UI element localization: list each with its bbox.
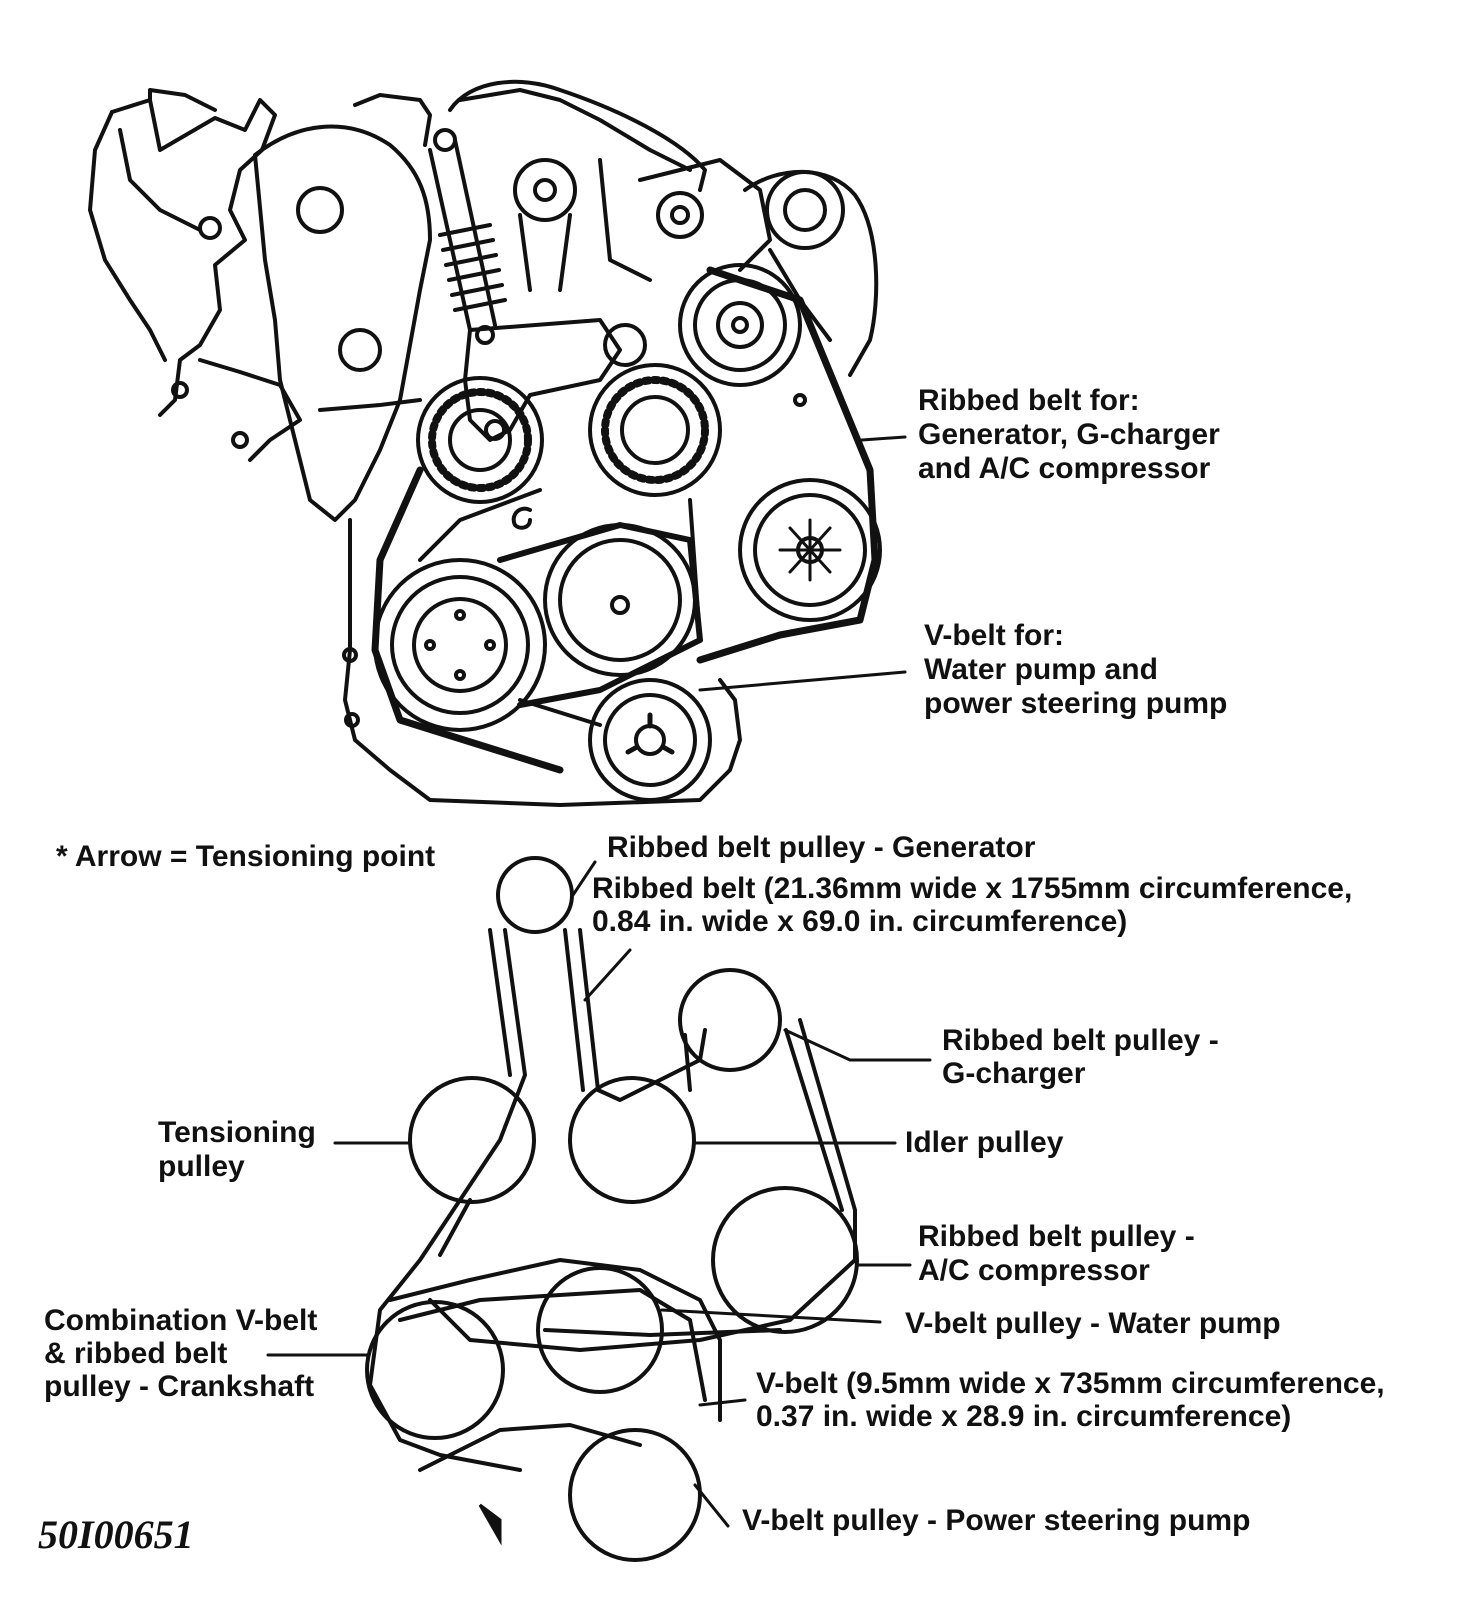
power-steering-pulley	[568, 1428, 702, 1562]
ac-compressor-pulley	[711, 1186, 859, 1334]
ac-compressor-pulley-label: Ribbed belt pulley - A/C compressor	[918, 1220, 1203, 1287]
crankshaft-pulley	[365, 1300, 505, 1440]
generator-pulley-label: Ribbed belt pulley - Generator	[607, 831, 1036, 864]
crankshaft-pulley-label: Combination V-belt & ribbed belt pulley …	[44, 1304, 326, 1403]
engine-illustration	[88, 79, 882, 807]
generator-pulley	[496, 856, 574, 934]
tensioning-pulley	[408, 1076, 536, 1204]
tensioning-pulley-label: Tensioning pulley	[158, 1116, 324, 1183]
belt-routing-schematic	[365, 856, 859, 1562]
tensioning-arrow-icon	[478, 1503, 502, 1546]
gcharger-pulley-label: Ribbed belt pulley - G-charger	[942, 1024, 1227, 1090]
engine-callout-lines	[698, 435, 907, 692]
ribbed-belt-engine-label: Ribbed belt for: Generator, G-charger an…	[918, 384, 1228, 485]
v-belt-engine-label: V-belt for: Water pump and power steerin…	[924, 619, 1227, 720]
schematic-callout-lines	[266, 860, 932, 1528]
idler-pulley	[568, 1076, 696, 1204]
power-steering-pulley-label: V-belt pulley - Power steering pump	[742, 1504, 1250, 1537]
idler-pulley-label: Idler pulley	[905, 1126, 1064, 1159]
gcharger-pulley	[678, 968, 782, 1072]
v-belt	[388, 1258, 722, 1472]
water-pump-pulley	[536, 1266, 664, 1394]
water-pump-pulley-label: V-belt pulley - Water pump	[905, 1307, 1281, 1340]
ribbed-belt-spec-label: Ribbed belt (21.36mm wide x 1755mm circu…	[592, 872, 1361, 938]
figure-code: 50I00651	[38, 1512, 194, 1557]
v-belt-spec-label: V-belt (9.5mm wide x 735mm circumference…	[756, 1367, 1393, 1433]
tensioning-point-note: * Arrow = Tensioning point	[56, 840, 435, 873]
